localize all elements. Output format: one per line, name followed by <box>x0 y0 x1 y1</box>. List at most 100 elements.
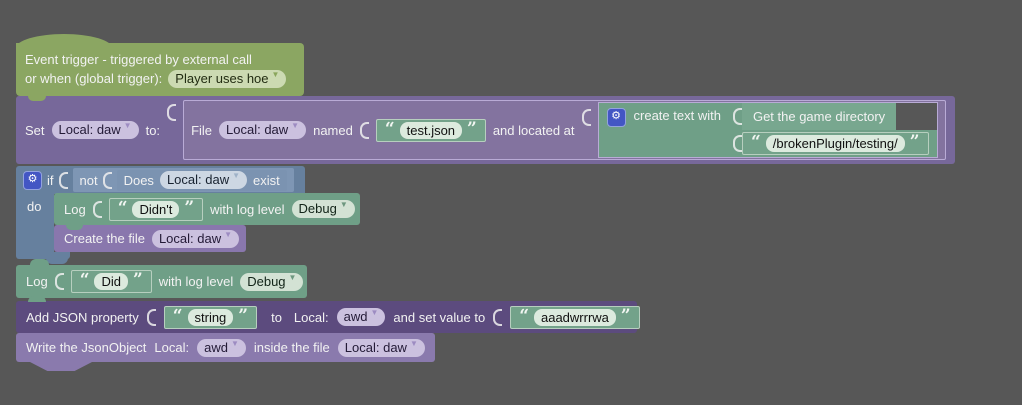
does-variable-dropdown[interactable]: Local: daw ▼ <box>159 171 248 189</box>
write-file-dropdown[interactable]: Local: daw ▼ <box>337 338 425 357</box>
does-variable-value: Local: daw <box>166 172 230 187</box>
trigger-dropdown[interactable]: Player uses hoe ▼ <box>168 69 287 88</box>
didnt-field[interactable]: Didn't <box>132 200 180 218</box>
add-json-label: Add JSON property <box>26 309 139 325</box>
value-socket-icon <box>92 200 102 218</box>
add-json-property-block[interactable]: Add JSON property “ string ” to Local: a… <box>16 301 640 333</box>
write-file-value: Local: daw <box>344 339 407 355</box>
create-text-block[interactable]: ⚙ create text with Get the game director… <box>597 102 939 158</box>
json-variable-value: awd <box>343 309 368 324</box>
file-variable-dropdown[interactable]: Local: daw ▼ <box>219 121 307 139</box>
log-level-label: with log level <box>210 201 285 217</box>
value-socket-icon <box>167 104 177 121</box>
create-file-variable-value: Local: daw <box>158 230 222 246</box>
quote-close-icon: ” <box>184 197 195 218</box>
log-block-didnt[interactable]: Log “ Didn't ” with log level Debug ▼ <box>54 193 360 225</box>
file-block[interactable]: File Local: daw ▼ named “ test.json ” an… <box>183 100 947 160</box>
value-socket-icon <box>146 308 156 326</box>
value-socket-icon <box>493 308 503 326</box>
string-block-property[interactable]: “ string ” <box>163 305 258 329</box>
quote-close-icon: ” <box>909 132 920 152</box>
event-trigger-label: Event trigger - triggered by external ca… <box>25 51 252 67</box>
set-label: Set <box>25 122 45 138</box>
do-label: do <box>27 199 42 214</box>
quote-open-icon: “ <box>750 132 761 152</box>
quote-open-icon: “ <box>519 305 529 326</box>
trigger-dropdown-value: Player uses hoe <box>175 70 269 86</box>
local-label: Local: <box>293 309 329 325</box>
to-label: to <box>271 309 282 325</box>
if-foot <box>16 252 70 259</box>
quote-close-icon: ” <box>620 305 631 326</box>
chevron-down-icon: ▼ <box>339 200 348 209</box>
connector-tab <box>30 362 92 371</box>
chevron-down-icon: ▼ <box>224 229 233 239</box>
set-variable-dropdown[interactable]: Local: daw ▼ <box>51 121 139 139</box>
chevron-down-icon: ▼ <box>370 308 379 317</box>
value-field[interactable]: aaadwrrrwa <box>533 308 616 326</box>
log-block-did[interactable]: Log “ Did ” with log level Debug ▼ <box>16 265 307 298</box>
file-variable-value: Local: daw <box>226 122 289 137</box>
string-block-path[interactable]: “ /brokenPlugin/testing/ ” <box>741 132 929 155</box>
log-label: Log <box>26 274 48 289</box>
json-variable-dropdown[interactable]: awd ▼ <box>336 308 386 326</box>
log-level-value: Debug <box>247 273 286 289</box>
create-file-variable-dropdown[interactable]: Local: daw ▼ <box>151 229 240 248</box>
string-block-filename[interactable]: “ test.json ” <box>375 118 486 142</box>
chevron-down-icon: ▼ <box>291 121 300 130</box>
value-socket-icon <box>102 171 112 189</box>
not-label: not <box>79 172 98 188</box>
write-variable-dropdown[interactable]: awd ▼ <box>197 338 246 357</box>
event-trigger-block[interactable]: Event trigger - triggered by external ca… <box>16 43 304 96</box>
exist-label: exist <box>253 172 280 188</box>
gear-icon[interactable]: ⚙ <box>23 170 42 190</box>
property-field[interactable]: string <box>187 308 234 326</box>
chevron-down-icon: ▼ <box>230 338 239 348</box>
value-socket-icon <box>581 109 591 126</box>
local-label: Local: <box>154 340 190 355</box>
string-block-did[interactable]: “ Did ” <box>70 270 152 293</box>
set-variable-block[interactable]: Set Local: daw ▼ to: File Local: daw ▼ n… <box>16 96 955 164</box>
string-block-value[interactable]: “ aaadwrrrwa ” <box>510 305 640 329</box>
if-do-spine: do <box>16 194 54 252</box>
global-trigger-label: or when (global trigger): <box>25 71 163 86</box>
not-block[interactable]: not Does Local: daw ▼ exist <box>72 168 294 192</box>
log-level-dropdown[interactable]: Debug ▼ <box>291 200 355 218</box>
log-level-value: Debug <box>298 201 337 216</box>
connector-tab <box>28 96 46 101</box>
create-file-block[interactable]: Create the file Local: daw ▼ <box>54 225 246 252</box>
path-field[interactable]: /brokenPlugin/testing/ <box>765 135 905 152</box>
write-jsonobject-block[interactable]: Write the JsonObject Local: awd ▼ inside… <box>16 333 435 362</box>
log-level-dropdown[interactable]: Debug ▼ <box>240 272 304 291</box>
quote-close-icon: ” <box>238 305 249 326</box>
log-label: Log <box>64 201 86 217</box>
quote-open-icon: “ <box>79 270 90 290</box>
connector-tab <box>66 225 83 230</box>
value-socket-icon <box>732 108 742 125</box>
empty-socket <box>896 103 938 130</box>
chevron-down-icon: ▼ <box>271 69 280 79</box>
create-file-label: Create the file <box>64 231 145 246</box>
value-socket-icon <box>359 121 369 139</box>
to-label: to: <box>145 122 161 138</box>
chevron-down-icon: ▼ <box>288 272 297 282</box>
game-directory-block[interactable]: Get the game directory <box>741 103 897 130</box>
gear-icon[interactable]: ⚙ <box>606 108 626 127</box>
file-label: File <box>191 122 213 138</box>
value-socket-icon <box>732 135 742 152</box>
did-field[interactable]: Did <box>94 273 128 290</box>
filename-field[interactable]: test.json <box>399 121 463 139</box>
does-label: Does <box>123 172 154 188</box>
string-block-didnt[interactable]: “ Didn't ” <box>108 197 204 221</box>
does-exist-block[interactable]: Does Local: daw ▼ exist <box>116 169 287 191</box>
chevron-down-icon: ▼ <box>409 338 418 348</box>
named-label: named <box>313 122 353 138</box>
if-label: if <box>47 172 54 188</box>
inside-file-label: inside the file <box>253 340 330 355</box>
create-text-label: create text with <box>633 108 721 123</box>
if-block[interactable]: ⚙ if not Does Local: daw ▼ exist <box>16 166 305 194</box>
set-variable-value: Local: daw <box>58 122 121 137</box>
write-variable-value: awd <box>204 339 228 355</box>
quote-close-icon: ” <box>133 270 143 290</box>
